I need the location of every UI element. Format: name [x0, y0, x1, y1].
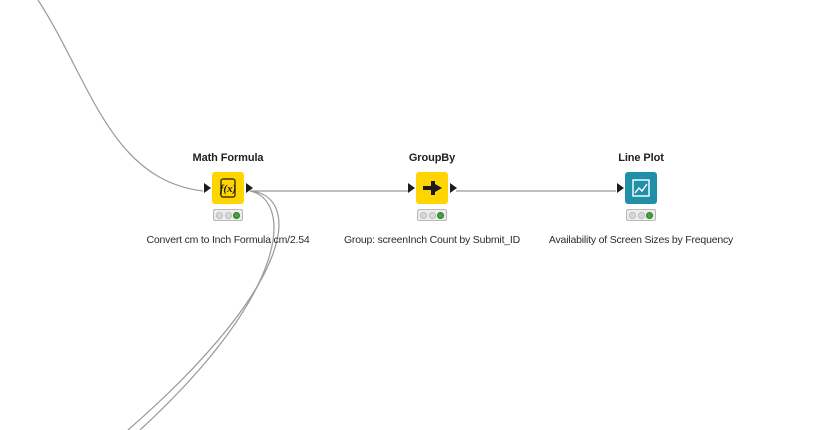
status-dot-red [629, 212, 636, 219]
status-dot-yellow [637, 212, 645, 219]
input-port[interactable] [408, 183, 415, 193]
status-dot-green [437, 212, 444, 219]
svg-text:f(x): f(x) [220, 183, 237, 195]
input-port[interactable] [617, 183, 624, 193]
connection-outgoing-down-2[interactable] [139, 190, 275, 430]
status-dot-green [646, 212, 653, 219]
node-annotation[interactable]: Group: screenInch Count by Submit_ID [343, 234, 521, 246]
node-status-traffic-light [213, 209, 243, 221]
status-dot-green [233, 212, 240, 219]
groupby-icon [423, 181, 442, 195]
node-title: GroupBy [408, 152, 456, 164]
node-body[interactable] [416, 172, 448, 204]
output-port[interactable] [246, 183, 253, 193]
status-dot-yellow [224, 212, 232, 219]
status-dot-yellow [428, 212, 436, 219]
formula-icon: f(x) [220, 178, 237, 198]
node-title: Math Formula [192, 152, 264, 164]
node-status-traffic-light [417, 209, 447, 221]
node-status-traffic-light [626, 209, 656, 221]
node-annotation[interactable]: Availability of Screen Sizes by Frequenc… [548, 234, 734, 246]
input-port[interactable] [204, 183, 211, 193]
output-port[interactable] [450, 183, 457, 193]
node-body[interactable]: f(x) [212, 172, 244, 204]
status-dot-red [216, 212, 223, 219]
status-dot-red [420, 212, 427, 219]
node-title: Line Plot [618, 152, 664, 164]
node-annotation[interactable]: Convert cm to Inch Formula cm/2.54 [146, 234, 310, 246]
connection-outgoing-down-1[interactable] [127, 190, 280, 430]
node-body[interactable] [625, 172, 657, 204]
line-chart-icon [632, 179, 650, 197]
